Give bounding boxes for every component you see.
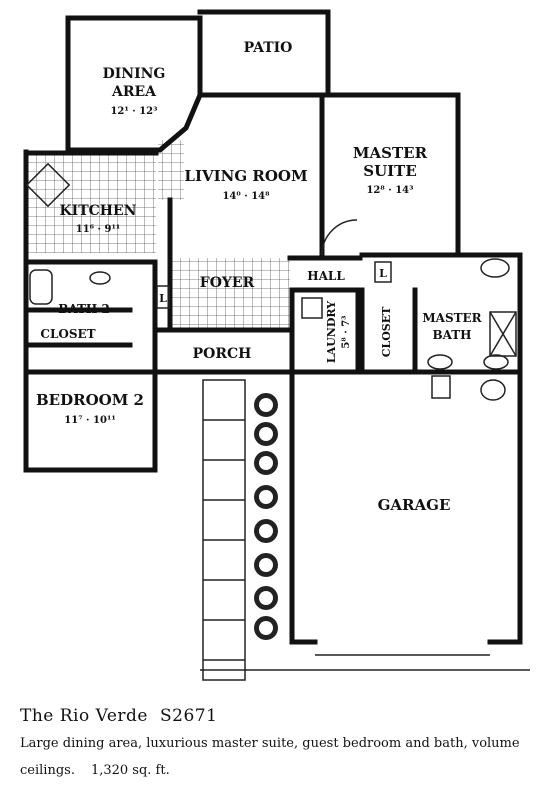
foyer-tile <box>170 258 290 330</box>
plan-description-block: Large dining area, luxurious master suit… <box>20 730 535 784</box>
hall-label: HALL <box>307 269 345 283</box>
dining-label-2: AREA <box>111 84 157 100</box>
plan-caption: The Rio Verde S2671 Large dining area, lu… <box>20 706 535 784</box>
walls <box>23 9 523 645</box>
garage-label: GARAGE <box>378 496 451 514</box>
porch-label: PORCH <box>193 346 252 362</box>
master-suite-label-1: MASTER <box>353 144 428 162</box>
patio-label: PATIO <box>244 40 293 56</box>
bedroom-2-dims: 11⁷ · 10¹¹ <box>64 415 115 426</box>
kitchen-label: KITCHEN <box>60 203 137 219</box>
master-bath-label-1: MASTER <box>422 311 482 325</box>
dining-label-1: DINING <box>103 66 166 82</box>
floor-plan: DINING AREA 12¹ · 12³ PATIO LIVING ROOM … <box>23 9 530 681</box>
dining-dims: 12¹ · 12³ <box>110 106 157 117</box>
laundry-label: LAUNDRY <box>325 301 338 363</box>
linen-closet-1-label: L <box>159 292 167 305</box>
living-room-dims: 14⁰ · 14⁸ <box>222 191 270 202</box>
plan-title-line: The Rio Verde S2671 <box>20 706 535 726</box>
kitchen-tile <box>28 153 156 253</box>
master-suite-dims: 12⁸ · 14³ <box>366 185 413 196</box>
walkway <box>202 379 246 681</box>
plan-sqft: 1,320 sq. ft. <box>90 763 170 778</box>
fixtures <box>25 162 517 401</box>
shrub-highlights <box>259 398 273 635</box>
bath-2-label: BATH 2 <box>58 302 110 316</box>
linen-closet-2-label: L <box>379 267 387 280</box>
kitchen-dims: 11⁶ · 9¹¹ <box>76 224 120 235</box>
closet-1-label: CLOSET <box>40 327 95 341</box>
plan-title: The Rio Verde <box>20 706 148 726</box>
bedroom-2-label: BEDROOM 2 <box>36 391 144 409</box>
plan-code: S2671 <box>159 706 218 726</box>
foyer-label: FOYER <box>200 275 255 291</box>
master-suite-label-2: SUITE <box>363 162 417 180</box>
plan-description: Large dining area, luxurious master suit… <box>20 736 520 778</box>
master-bath-label-2: BATH <box>432 328 471 342</box>
closet-2-label: CLOSET <box>380 306 393 357</box>
living-room-label: LIVING ROOM <box>184 167 307 185</box>
laundry-dims: 5⁸ · 7³ <box>341 315 352 348</box>
